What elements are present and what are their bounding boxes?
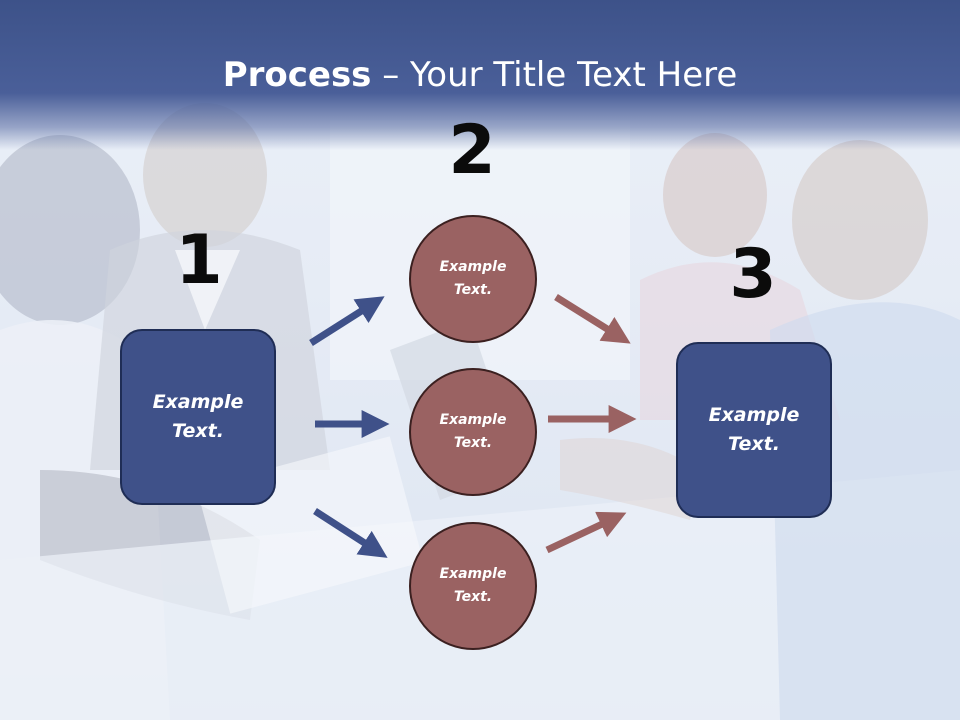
circle-middle-text: Example Text. bbox=[439, 412, 507, 451]
title-rest: – Your Title Text Here bbox=[371, 55, 738, 95]
slide-title: Process – Your Title Text Here bbox=[0, 52, 960, 98]
circle-bottom-text: Example Text. bbox=[439, 566, 507, 605]
arrow-blue-up bbox=[309, 296, 385, 346]
step-box-3-text: Example Text. bbox=[708, 404, 800, 455]
step-number-3: 3 bbox=[729, 235, 777, 314]
arrow-blue-down bbox=[313, 508, 388, 558]
step-number-1: 1 bbox=[175, 221, 223, 300]
circle-top: Example Text. bbox=[409, 215, 537, 343]
title-bold: Process bbox=[222, 55, 372, 95]
title-bar bbox=[0, 0, 960, 150]
step-box-1-text: Example Text. bbox=[152, 391, 244, 442]
circle-bottom: Example Text. bbox=[409, 522, 537, 650]
step-number-2: 2 bbox=[448, 111, 496, 190]
step-box-3: Example Text. bbox=[676, 342, 832, 518]
arrow-red-down bbox=[554, 294, 631, 344]
circle-top-text: Example Text. bbox=[439, 259, 507, 298]
arrow-red-up bbox=[545, 511, 627, 554]
step-box-1: Example Text. bbox=[120, 329, 276, 505]
circle-middle: Example Text. bbox=[409, 368, 537, 496]
